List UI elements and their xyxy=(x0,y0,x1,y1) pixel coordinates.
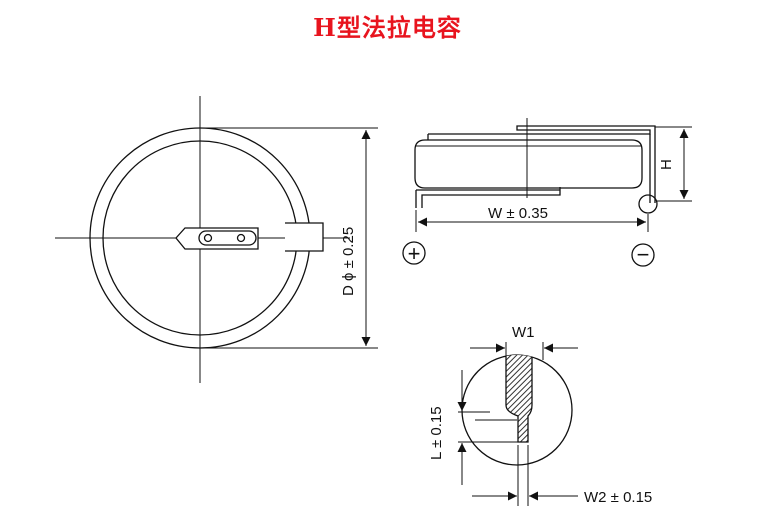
w2-label: W2 ± 0.15 xyxy=(584,489,652,506)
negative-symbol-icon xyxy=(631,243,655,267)
cell-body xyxy=(414,139,643,189)
positive-sign: + xyxy=(408,241,421,266)
side-lead-tab xyxy=(285,222,324,252)
negative-sign: − xyxy=(637,242,650,267)
terminal-hole-2 xyxy=(236,233,246,243)
terminal-hole-1 xyxy=(203,233,213,243)
page-title: H型法拉电容 xyxy=(313,13,462,42)
l-label: L ± 0.15 xyxy=(428,406,445,460)
w1-label: W1 xyxy=(512,324,535,341)
front-view xyxy=(55,96,378,383)
positive-symbol-icon xyxy=(402,241,426,265)
diameter-label: D ϕ ± 0.25 xyxy=(340,227,357,296)
bottom-strap xyxy=(421,190,561,208)
terminal-slot xyxy=(198,230,257,246)
height-label: H xyxy=(658,159,675,170)
width-label: W ± 0.35 xyxy=(488,205,548,222)
lead-end xyxy=(638,194,658,214)
hatched-lead xyxy=(505,355,533,443)
detail-view xyxy=(457,342,578,506)
side-view xyxy=(402,118,692,267)
